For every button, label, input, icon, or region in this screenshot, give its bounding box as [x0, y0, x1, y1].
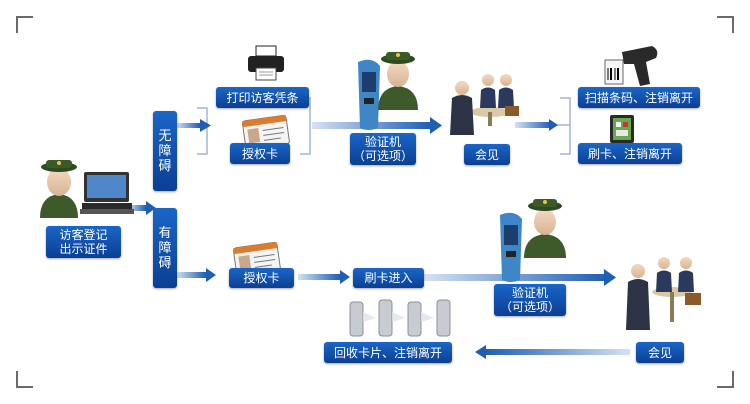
- with-barrier-box: 有 障 碍: [153, 208, 177, 288]
- verification-terminal-icon: [500, 212, 522, 282]
- arrow-to-exit-options: [515, 119, 558, 131]
- guard-icon: [40, 160, 78, 218]
- meeting-people-icon: [450, 74, 519, 135]
- meet-top-box: 会见: [464, 144, 510, 165]
- arrow-to-bottom-branch: [176, 268, 216, 282]
- visitor-register-box: 访客登记 出示证件: [46, 226, 121, 258]
- arrow-to-top-branch: [176, 119, 211, 132]
- swipe-enter-box: 刷卡进入: [353, 268, 424, 288]
- swipe-exit-box: 刷卡、注销离开: [578, 143, 682, 164]
- auth-card-bottom-box: 授权卡: [229, 268, 294, 288]
- computer-icon: [80, 172, 134, 214]
- corner-brackets: [16, 16, 734, 388]
- verification-terminal-icon: [358, 59, 380, 130]
- scan-exit-box: 扫描条码、注销离开: [578, 87, 700, 108]
- barcode-scanner-icon: [604, 46, 658, 86]
- meeting-people-icon: [626, 257, 701, 330]
- verify-top-box: 验证机 （可选项）: [350, 133, 416, 165]
- arrow-to-no-barrier-group: [128, 201, 156, 215]
- arrow-to-collect-exit: [475, 345, 630, 359]
- turnstile-gate-icon: [349, 299, 451, 337]
- guard-icon: [524, 199, 566, 258]
- arrow-to-swipe-enter: [298, 270, 350, 284]
- printer-icon: [248, 45, 284, 81]
- auth-card-top-box: 授权卡: [230, 143, 290, 164]
- no-barrier-box: 无 障 碍: [153, 111, 177, 191]
- card-reader-icon: [610, 115, 634, 143]
- id-card-icon: [242, 114, 290, 151]
- verify-bottom-box: 验证机 （可选项）: [494, 284, 566, 316]
- print-pass-box: 打印访客凭条: [216, 87, 309, 108]
- collect-exit-box: 回收卡片、注销离开: [324, 342, 452, 363]
- meet-bottom-box: 会见: [636, 342, 684, 363]
- guard-icon: [378, 52, 418, 110]
